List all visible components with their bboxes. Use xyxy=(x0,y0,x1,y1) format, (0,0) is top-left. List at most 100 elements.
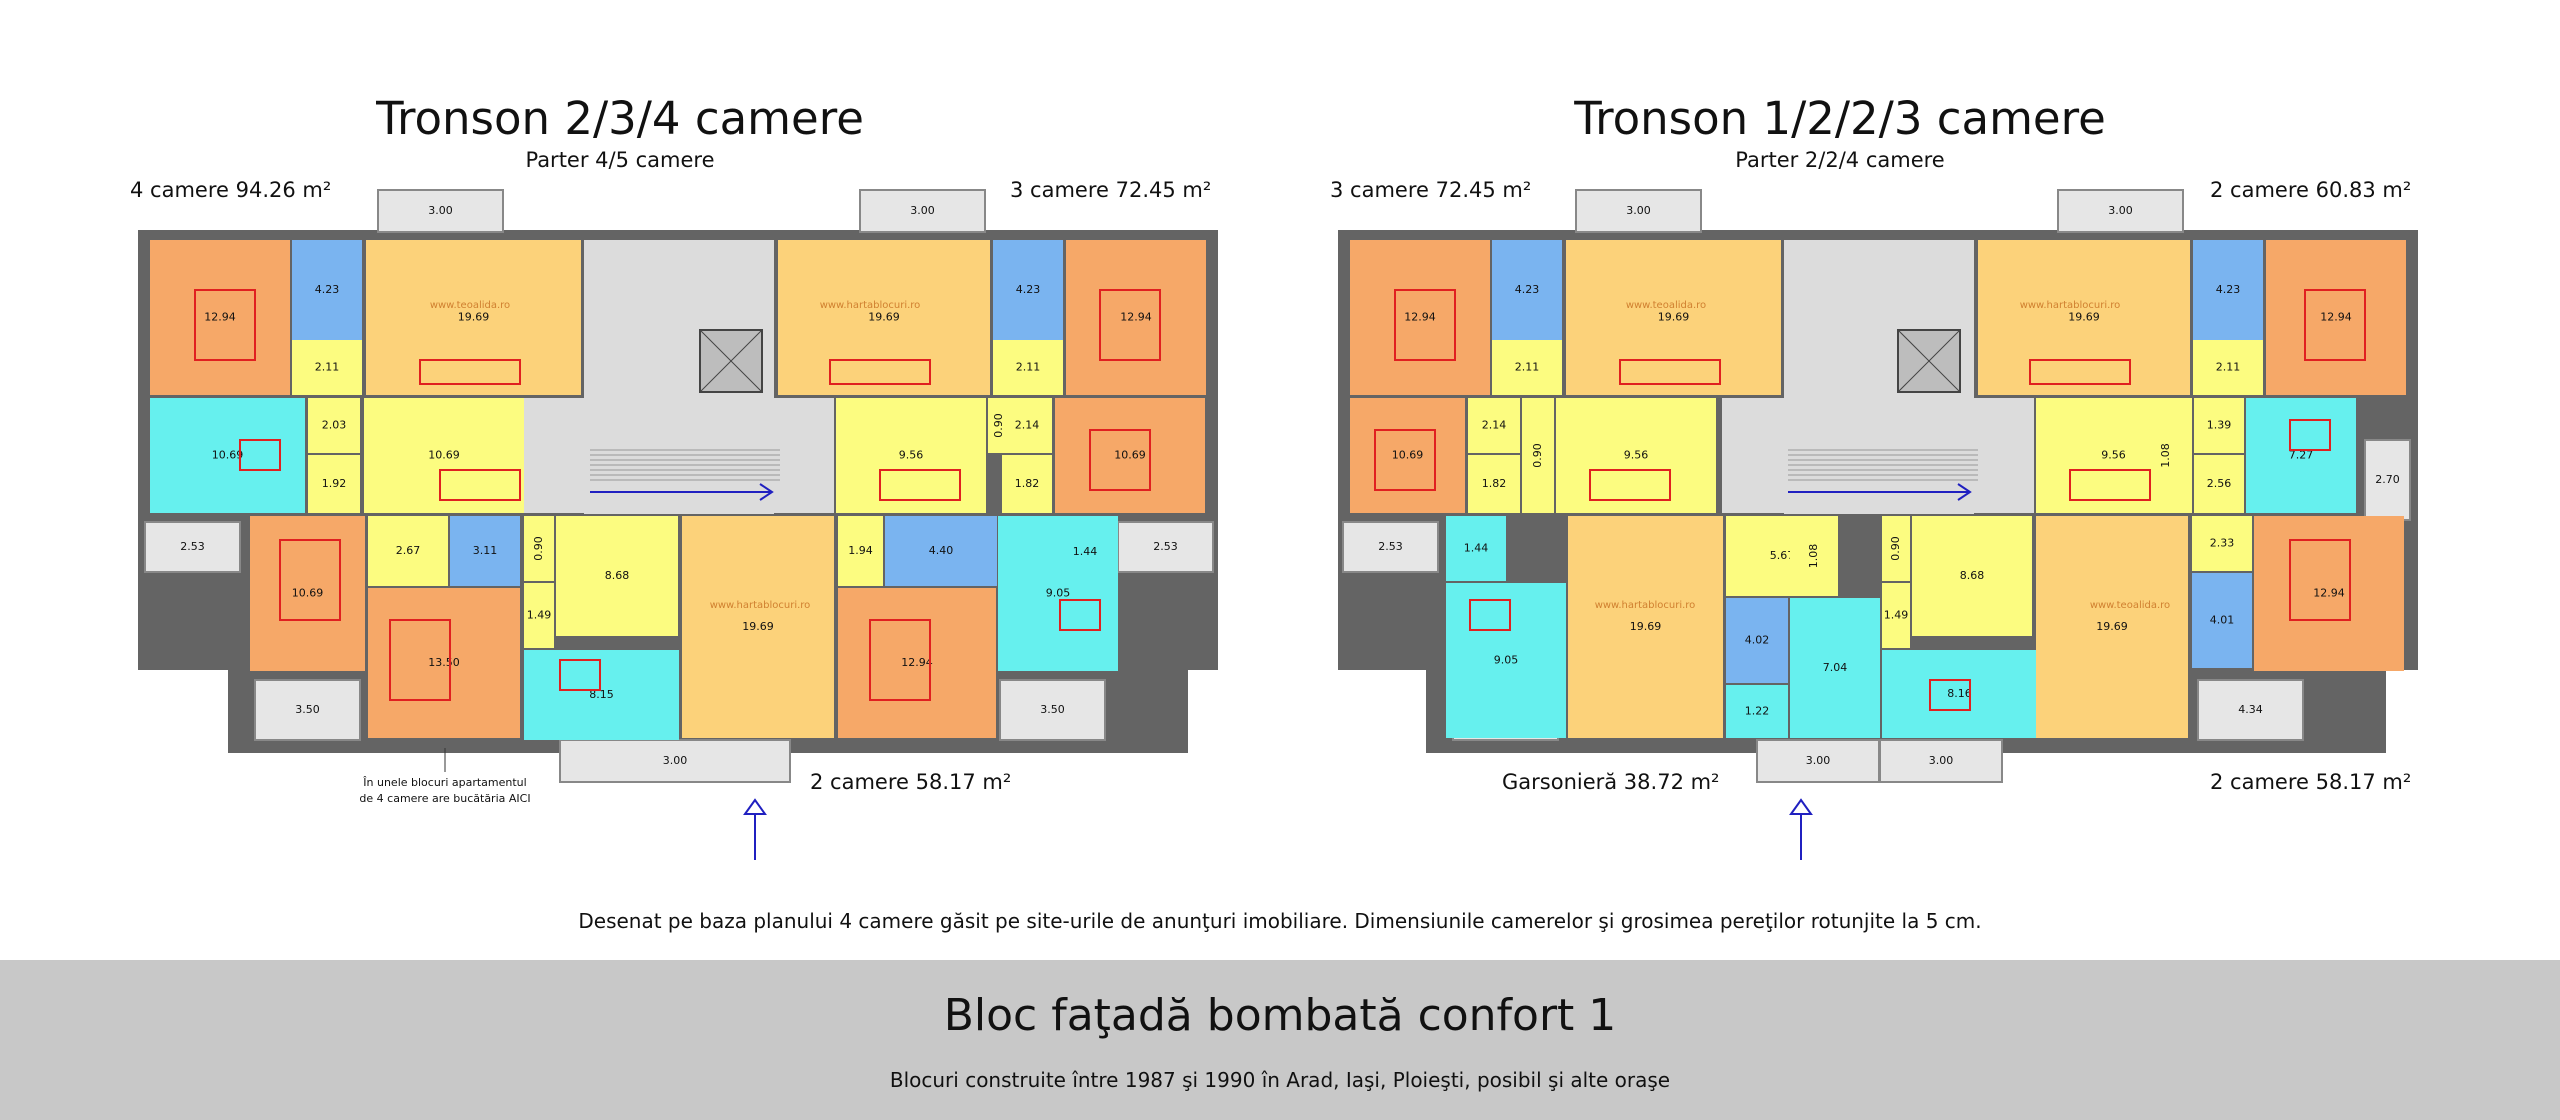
room-area-label: 1.22 xyxy=(1745,705,1770,718)
room-area-label: 4.02 xyxy=(1745,634,1770,647)
room-hall xyxy=(364,398,524,513)
room-hall xyxy=(2193,340,2263,395)
room-hall xyxy=(1556,398,1716,513)
room-area-label: 12.94 xyxy=(2313,587,2345,600)
room-area-label: 2.14 xyxy=(1015,419,1040,432)
balcony-area-label: 3.50 xyxy=(1040,703,1065,716)
room-hall xyxy=(368,516,448,586)
room-bathroom xyxy=(2192,573,2252,668)
room-hall xyxy=(1882,516,1910,581)
balcony-area-label: 2.70 xyxy=(2375,473,2400,486)
sofa-furniture xyxy=(1619,359,1721,385)
room-area-label: 19.69 xyxy=(742,620,774,633)
room-bathroom xyxy=(1492,240,1562,340)
room-area-label: 10.69 xyxy=(292,587,324,600)
room-area-label: 4.23 xyxy=(2216,283,2241,296)
room-bathroom xyxy=(292,240,362,340)
balcony xyxy=(1575,189,1702,233)
room-area-label: 8.15 xyxy=(589,688,614,701)
bed-furniture xyxy=(389,619,451,701)
room-kitchen xyxy=(1790,598,1880,738)
room-bathroom xyxy=(993,240,1063,340)
room-living xyxy=(1568,516,1723,738)
footer-band xyxy=(0,960,2560,1120)
room-hall xyxy=(993,340,1063,395)
room-bedroom xyxy=(838,588,996,738)
sofa-furniture xyxy=(829,359,931,385)
room-area-label: 9.56 xyxy=(2101,449,2126,462)
room-area-label: 10.69 xyxy=(1392,449,1424,462)
right-title: Tronson 1/2/2/3 camere xyxy=(1574,92,2106,145)
room-hall xyxy=(1790,516,1838,596)
room-living xyxy=(366,240,581,395)
table-furniture xyxy=(1469,599,1511,631)
footer-subtitle: Blocuri construite între 1987 şi 1990 în… xyxy=(889,1068,1671,1092)
balcony-area-label: 3.50 xyxy=(295,703,320,716)
balcony-area-label: 3.00 xyxy=(1626,204,1651,217)
room-bathroom xyxy=(2193,240,2263,340)
sofa-furniture xyxy=(879,469,961,501)
balcony-area-label: 3.00 xyxy=(1929,754,1954,767)
room-living xyxy=(1566,240,1781,395)
watermark: www.teoalida.ro xyxy=(430,300,510,311)
room-area-label: 8.16 xyxy=(1947,687,1972,700)
room-area-label: 13.50 xyxy=(428,656,460,669)
room-bedroom xyxy=(1350,240,1490,395)
room-hall xyxy=(1002,398,1052,453)
drawing-note: Desenat pe baza planului 4 camere găsit … xyxy=(578,909,1982,933)
room-area-label: 1.39 xyxy=(2207,419,2232,432)
watermark: www.teoalida.ro xyxy=(1626,300,1706,311)
room-area-label: 4.23 xyxy=(1515,283,1540,296)
room-area-label: 4.23 xyxy=(1016,283,1041,296)
room-area-label: 4.40 xyxy=(929,544,954,557)
room-bedroom xyxy=(1350,398,1465,513)
room-area-label: 2.11 xyxy=(1515,361,1540,374)
watermark: www.hartablocuri.ro xyxy=(1595,600,1696,611)
balcony xyxy=(2057,189,2184,233)
room-area-label: 8.68 xyxy=(1960,569,1985,582)
balcony xyxy=(859,189,986,233)
room-area-label: 2.11 xyxy=(315,361,340,374)
room-area-label: 0.90 xyxy=(532,536,545,561)
room-area-label: 0.90 xyxy=(992,413,1005,438)
room-area-label: 1.08 xyxy=(2159,443,2172,468)
bed-furniture xyxy=(2289,539,2351,621)
room-area-label: 5.67 xyxy=(1770,549,1795,562)
balcony xyxy=(1342,521,1439,573)
room-area-label: 9.05 xyxy=(1046,587,1071,600)
room-area-label: 10.69 xyxy=(428,449,460,462)
room-hall xyxy=(2140,398,2192,513)
balcony xyxy=(999,679,1106,741)
balcony-area-label: 2.53 xyxy=(1378,540,1403,553)
room-hall xyxy=(292,340,362,395)
room-bedroom xyxy=(1055,398,1205,513)
room-area-label: 1.08 xyxy=(1807,544,1820,569)
room-bedroom xyxy=(250,516,365,671)
sofa-furniture xyxy=(2069,469,2151,501)
bed-furniture xyxy=(1394,289,1456,361)
table-furniture xyxy=(2289,419,2331,451)
table-furniture xyxy=(559,659,601,691)
sofa-furniture xyxy=(2029,359,2131,385)
balcony xyxy=(377,189,504,233)
balcony xyxy=(559,739,791,783)
room-area-label: 7.27 xyxy=(2289,449,2314,462)
room-kitchen xyxy=(1446,583,1566,738)
bed-furniture xyxy=(279,539,341,621)
room-area-label: 8.68 xyxy=(605,569,630,582)
watermark: www.hartablocuri.ro xyxy=(710,600,811,611)
table-furniture xyxy=(1929,679,1971,711)
room-hall xyxy=(1882,583,1910,648)
room-hall xyxy=(524,583,554,648)
room-area-label: 19.69 xyxy=(1658,311,1690,324)
room-area-label: 0.90 xyxy=(1889,536,1902,561)
room-bathroom xyxy=(1726,598,1788,683)
left-area-bottom: 2 camere 58.17 m² xyxy=(810,770,1012,794)
elevator-cross xyxy=(1897,329,1961,393)
bed-furniture xyxy=(869,619,931,701)
room-area-label: 19.69 xyxy=(2096,620,2128,633)
balcony xyxy=(1756,739,1880,783)
room-area-label: 19.69 xyxy=(1630,620,1662,633)
room-living xyxy=(682,516,834,738)
room-hall xyxy=(556,516,678,636)
